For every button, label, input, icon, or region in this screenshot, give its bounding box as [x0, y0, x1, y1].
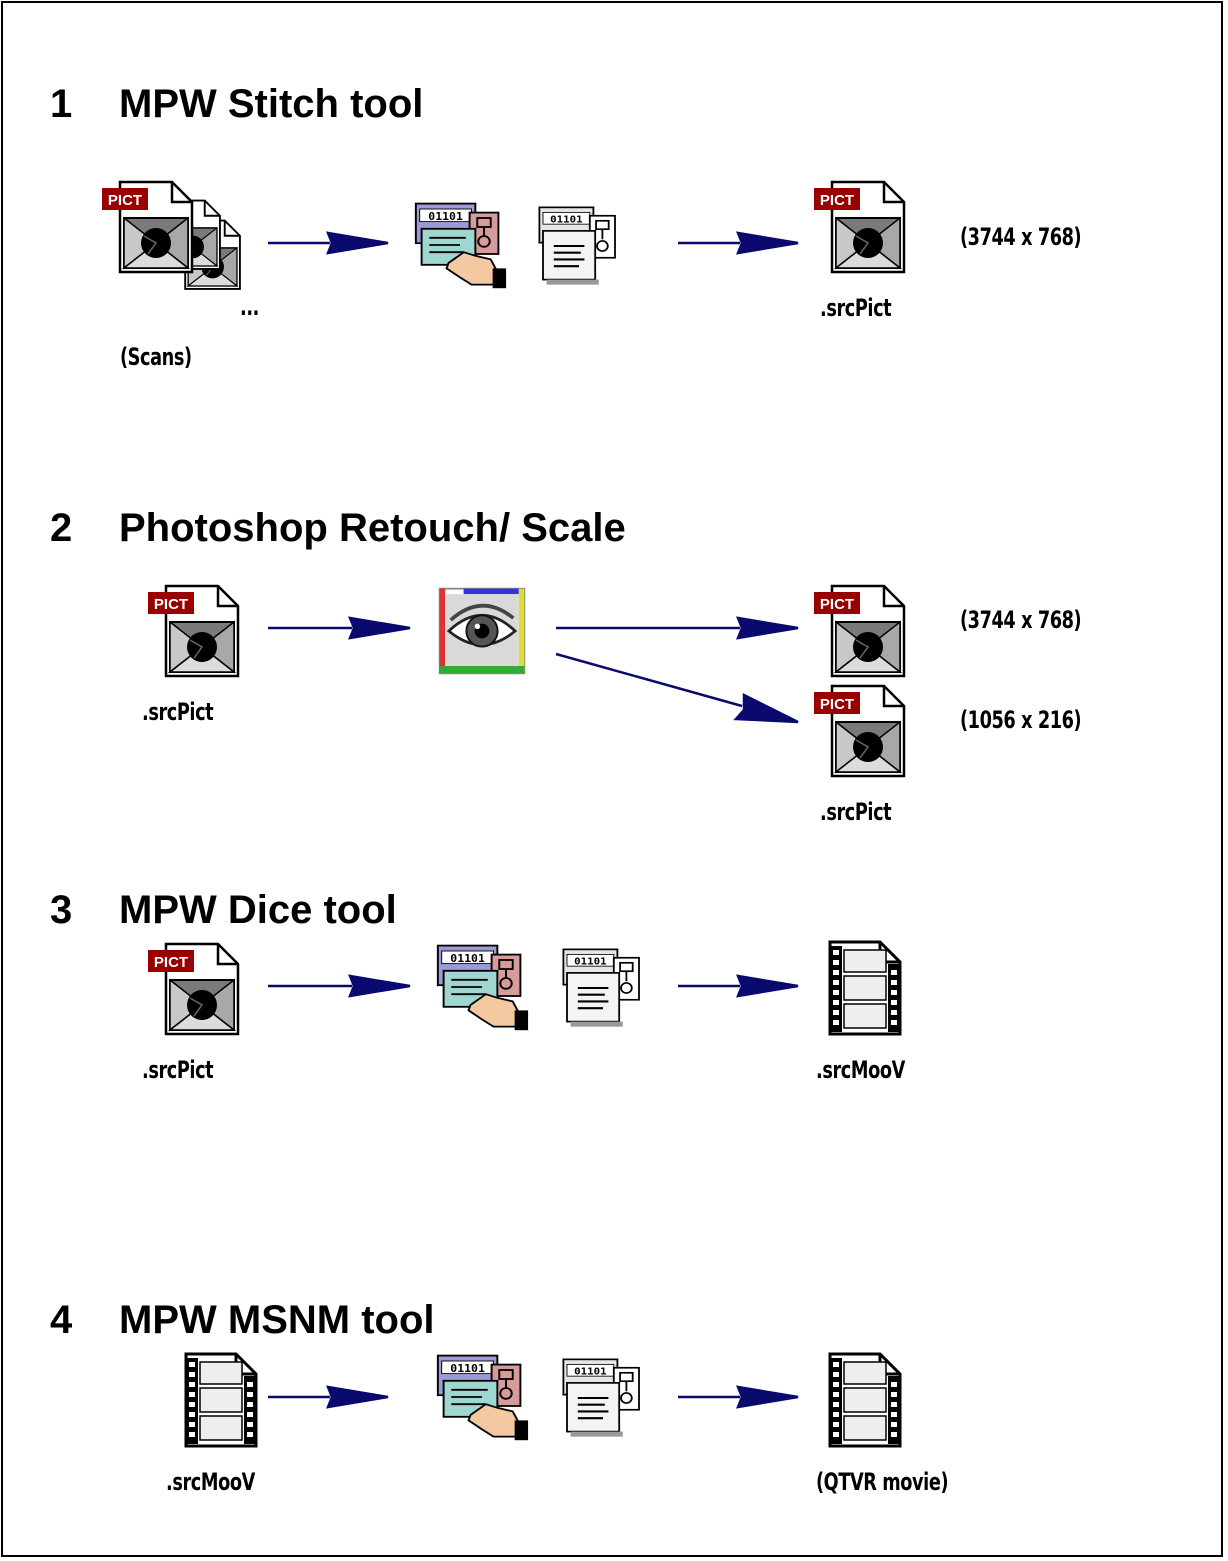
- step-2-dimensions-small-label: (1056 x 216): [960, 706, 1082, 734]
- step-2-source-label: .srcPict: [142, 698, 214, 726]
- pict-file-icon: [146, 938, 246, 1038]
- arrow-4b: [678, 1385, 799, 1409]
- step-1-source-label: (Scans): [120, 343, 192, 371]
- step-2-dimensions-large-label: (3744 x 768): [960, 606, 1082, 634]
- mpw-tool-icon: [534, 204, 624, 288]
- step-3-number: 3: [50, 888, 73, 932]
- step-3-source-label: .srcPict: [142, 1056, 214, 1084]
- mpw-tool-hand-icon: [412, 200, 508, 290]
- arrow-3a: [268, 974, 411, 998]
- photoshop-eye-icon: [436, 585, 528, 677]
- movie-file-icon: [168, 1350, 268, 1450]
- arrow-1a: [268, 231, 389, 255]
- step-2-number: 2: [50, 506, 73, 550]
- mpw-tool-icon: [558, 1356, 648, 1440]
- arrow-2c: [555, 652, 799, 724]
- arrow-2b: [556, 616, 799, 640]
- step-3-output-label: .srcMooV: [816, 1056, 905, 1084]
- pict-file-icon: [812, 680, 912, 780]
- movie-file-icon: [812, 1350, 912, 1450]
- step-1-dimensions-label: (3744 x 768): [960, 223, 1082, 251]
- step-4-number: 4: [50, 1298, 73, 1342]
- mpw-tool-hand-icon: [434, 942, 530, 1032]
- step-2-output-label: .srcPict: [820, 798, 892, 826]
- step-4-output-label: (QTVR movie): [816, 1468, 949, 1496]
- pict-file-stack-icon: [100, 176, 250, 326]
- step-4-source-label: .srcMooV: [166, 1468, 255, 1496]
- step-2-title: Photoshop Retouch/ Scale: [119, 506, 626, 550]
- step-1-source-ellipsis: ...: [240, 293, 259, 321]
- step-1-output-label: .srcPict: [820, 294, 892, 322]
- arrow-2a: [268, 616, 411, 640]
- pict-file-icon: [812, 580, 912, 680]
- step-3-title: MPW Dice tool: [119, 888, 397, 932]
- arrow-1b: [678, 231, 799, 255]
- mpw-tool-hand-icon: [434, 1352, 530, 1442]
- pict-file-icon: [146, 580, 246, 680]
- mpw-tool-icon: [558, 946, 648, 1030]
- arrow-3b: [678, 974, 799, 998]
- step-1-number: 1: [50, 82, 73, 126]
- arrow-4a: [268, 1385, 389, 1409]
- step-1-title: MPW Stitch tool: [119, 82, 424, 126]
- pict-file-icon: [812, 176, 912, 276]
- movie-file-icon: [812, 938, 912, 1038]
- step-4-title: MPW MSNM tool: [119, 1298, 435, 1342]
